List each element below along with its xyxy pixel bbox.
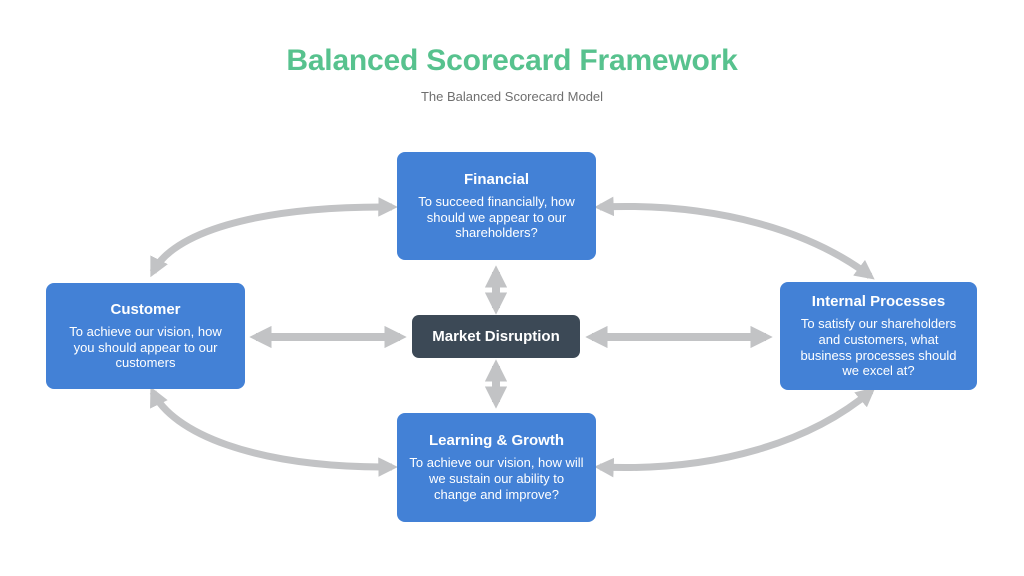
node-internal-processes-body: To satisfy our shareholders and customer… bbox=[800, 315, 957, 379]
node-internal-processes-title: Internal Processes bbox=[811, 292, 946, 310]
arc-arrow-learning-internal bbox=[594, 387, 876, 478]
node-customer-body: To achieve our vision, how you should ap… bbox=[69, 323, 222, 371]
page-title: Balanced Scorecard Framework bbox=[286, 44, 738, 77]
node-market-disruption: Market Disruption bbox=[412, 315, 580, 358]
node-learning-growth-title: Learning & Growth bbox=[429, 432, 564, 450]
arc-arrow-financial-internal bbox=[594, 196, 875, 280]
node-financial-title: Financial bbox=[463, 170, 530, 188]
node-customer: Customer To achieve our vision, how you … bbox=[46, 283, 245, 389]
arc-arrow-customer-financial bbox=[149, 197, 398, 278]
node-learning-growth-body: To achieve our vision, how will we susta… bbox=[409, 455, 584, 502]
node-learning-growth: Learning & Growth To achieve our vision,… bbox=[397, 413, 596, 522]
node-financial-body: To succeed financially, how should we ap… bbox=[418, 193, 575, 241]
node-financial: Financial To succeed financially, how sh… bbox=[397, 152, 596, 260]
node-customer-title: Customer bbox=[110, 300, 181, 318]
node-market-disruption-title: Market Disruption bbox=[432, 328, 560, 345]
node-internal-processes: Internal Processes To satisfy our shareh… bbox=[780, 282, 977, 390]
page-subtitle: The Balanced Scorecard Model bbox=[420, 89, 604, 104]
arc-arrow-customer-learning bbox=[149, 386, 398, 477]
